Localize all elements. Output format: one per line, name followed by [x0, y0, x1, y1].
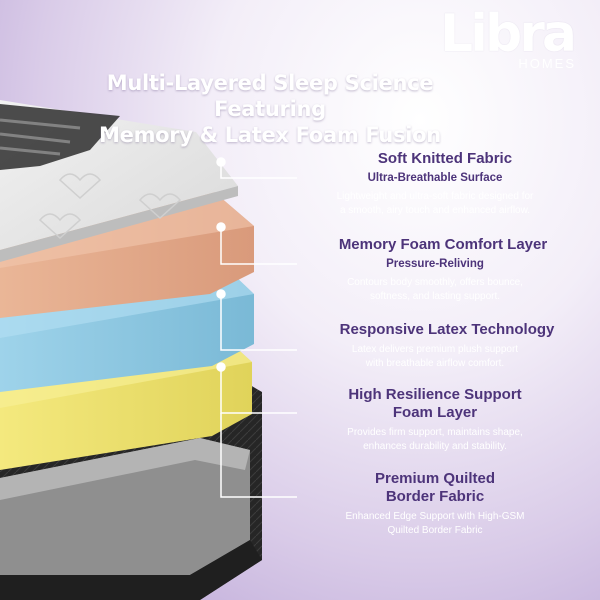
headline-line-1: Multi-Layered Sleep Science Featuring [106, 71, 434, 121]
feature-description-line: Lightweight and ultra-soft fabric design… [336, 191, 534, 202]
feature-support-foam: High Resilience Support Foam Layer Provi… [300, 386, 570, 454]
feature-latex: Responsive Latex Technology Latex delive… [300, 321, 570, 371]
feature-title: Responsive Latex Technology [339, 321, 555, 338]
feature-title-line: Border Fabric [385, 488, 485, 505]
feature-title-line: Premium Quilted [374, 470, 496, 487]
feature-subtitle: Ultra-Breathable Surface [367, 172, 503, 184]
feature-description: Latex delivers premium plush support wit… [300, 343, 570, 371]
feature-description-line: Provides firm support, maintains shape, [347, 427, 523, 438]
knitted-fabric-layer [0, 100, 238, 262]
brand-logo: Libra HOMES [432, 6, 582, 71]
feature-subtitle: Pressure-Reliving [386, 258, 484, 270]
feature-description: Provides firm support, maintains shape, … [300, 426, 570, 454]
feature-description: Enhanced Edge Support with High-GSM Quil… [300, 510, 570, 538]
callout-connectors [216, 157, 297, 498]
feature-description-line: Enhanced Edge Support with High-GSM [345, 511, 525, 522]
feature-title: Soft Knitted Fabric [377, 150, 513, 167]
feature-description-line: softness, and lasting support. [369, 291, 501, 302]
feature-title: High Resilience Support Foam Layer [300, 386, 570, 422]
feature-title: Premium Quilted Border Fabric [300, 470, 570, 506]
feature-description: Contours body smoothly, offers bounce, s… [300, 276, 570, 304]
feature-description-line: Quilted Border Fabric [387, 525, 483, 536]
feature-quilted-border: Premium Quilted Border Fabric Enhanced E… [300, 470, 570, 538]
feature-description-line: with breathable airflow comfort. [365, 358, 505, 369]
feature-description-line: Latex delivers premium plush support [351, 344, 519, 355]
feature-title-line: Foam Layer [392, 404, 478, 421]
feature-description-line: Contours body smoothly, offers bounce, [347, 277, 523, 288]
memory-foam-layer [0, 190, 254, 318]
feature-memory-foam: Memory Foam Comfort Layer Pressure-Reliv… [300, 236, 570, 304]
feature-title: Memory Foam Comfort Layer [338, 236, 548, 253]
headline-line-2: Memory & Latex Foam Fusion [99, 123, 441, 147]
feature-soft-knitted-fabric: Soft Knitted Fabric Ultra-Breathable Sur… [300, 150, 570, 218]
feature-description: Lightweight and ultra-soft fabric design… [300, 190, 570, 218]
feature-description-line: enhances durability and stability. [363, 441, 507, 452]
feature-title-line: High Resilience Support [348, 386, 522, 403]
headline: Multi-Layered Sleep Science Featuring Me… [60, 70, 480, 148]
brand-name: Libra [440, 4, 577, 64]
feature-description-line: a smooth, airy touch and enhanced airflo… [339, 205, 531, 216]
brand-subtitle: HOMES [518, 56, 576, 71]
